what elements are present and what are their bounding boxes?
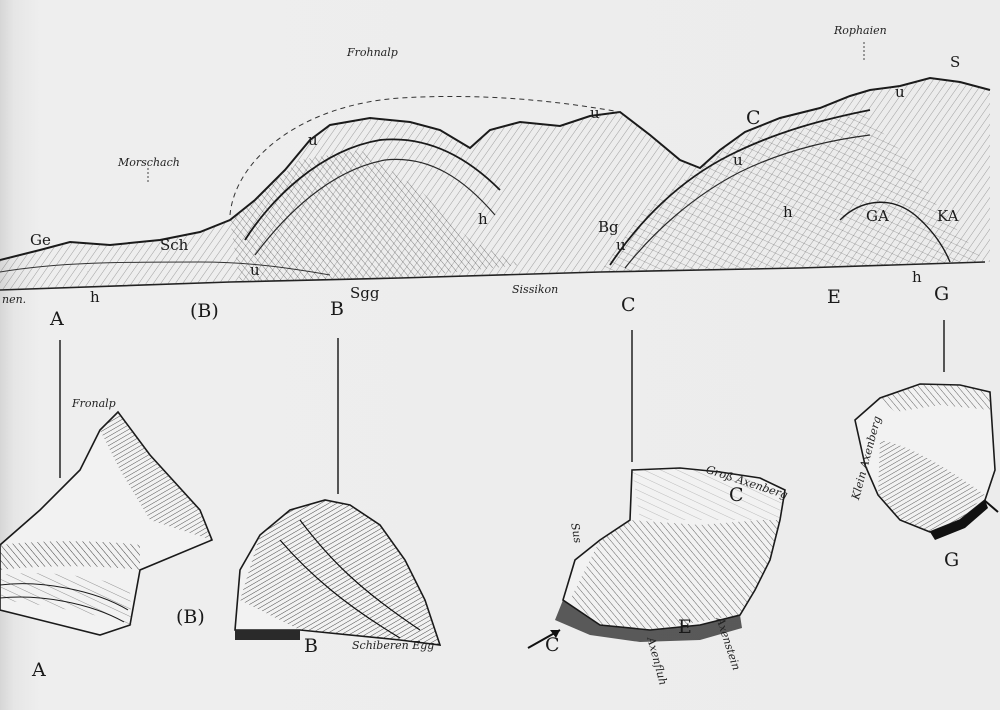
sketch-c-axenberg [527, 467, 786, 649]
place-name-brunnen: nen. [2, 293, 27, 306]
unit-label-u: u [616, 236, 626, 254]
sketch-c-letter-bottom: C [545, 634, 560, 656]
unit-label-u: u [590, 104, 600, 122]
place-name-rophaien: Rophaien [834, 24, 887, 37]
cross-section-profile [0, 42, 991, 291]
sketch-g-axenberg [854, 383, 999, 540]
sketch-g-letter: G [944, 549, 960, 571]
sketch-b-caption: Schiberen Egg [352, 639, 435, 652]
unit-label-ge: Ge [30, 231, 51, 249]
unit-label-s: S [950, 53, 961, 71]
section-letter-g: G [934, 283, 950, 305]
unit-label-c: C [746, 107, 761, 129]
place-name-frohnalp: Frohnalp [347, 46, 398, 59]
place-name-sissikon: Sissikon [512, 283, 559, 296]
sketch-c-letter-top: C [729, 484, 744, 506]
sketch-c-letter-e: E [678, 616, 692, 638]
place-name-morschach: Morschach [118, 156, 180, 169]
sketch-a-fronalp [0, 410, 214, 636]
section-letter-b: B [330, 298, 344, 320]
unit-label-u: u [250, 261, 260, 279]
unit-label-h: h [783, 203, 793, 221]
unit-label-sgg: Sgg [350, 284, 380, 302]
sketch-a-secondary-letter: (B) [176, 606, 205, 628]
unit-label-h: h [478, 210, 488, 228]
leader-lines [59, 320, 945, 494]
unit-label-u: u [308, 131, 318, 149]
unit-label-h: h [90, 288, 100, 306]
unit-label-ga: GA [866, 207, 889, 225]
section-letter-b-paren: (B) [190, 300, 219, 322]
sketch-b-letter: B [304, 635, 318, 657]
sketch-a-letter: A [32, 659, 46, 681]
sketch-b-schiberen [234, 499, 442, 646]
unit-label-ka: KA [937, 207, 959, 225]
unit-label-bg: Bg [598, 218, 619, 236]
unit-label-h: h [912, 268, 922, 286]
section-letter-a: A [50, 308, 64, 330]
sketch-a-name: Fronalp [72, 397, 116, 410]
section-letter-e: E [827, 286, 841, 308]
sketch-c-side-label: Sus [568, 521, 585, 545]
section-letter-c: C [621, 294, 636, 316]
unit-label-u: u [895, 83, 905, 101]
unit-label-sch: Sch [160, 236, 189, 254]
unit-label-u: u [733, 151, 743, 169]
